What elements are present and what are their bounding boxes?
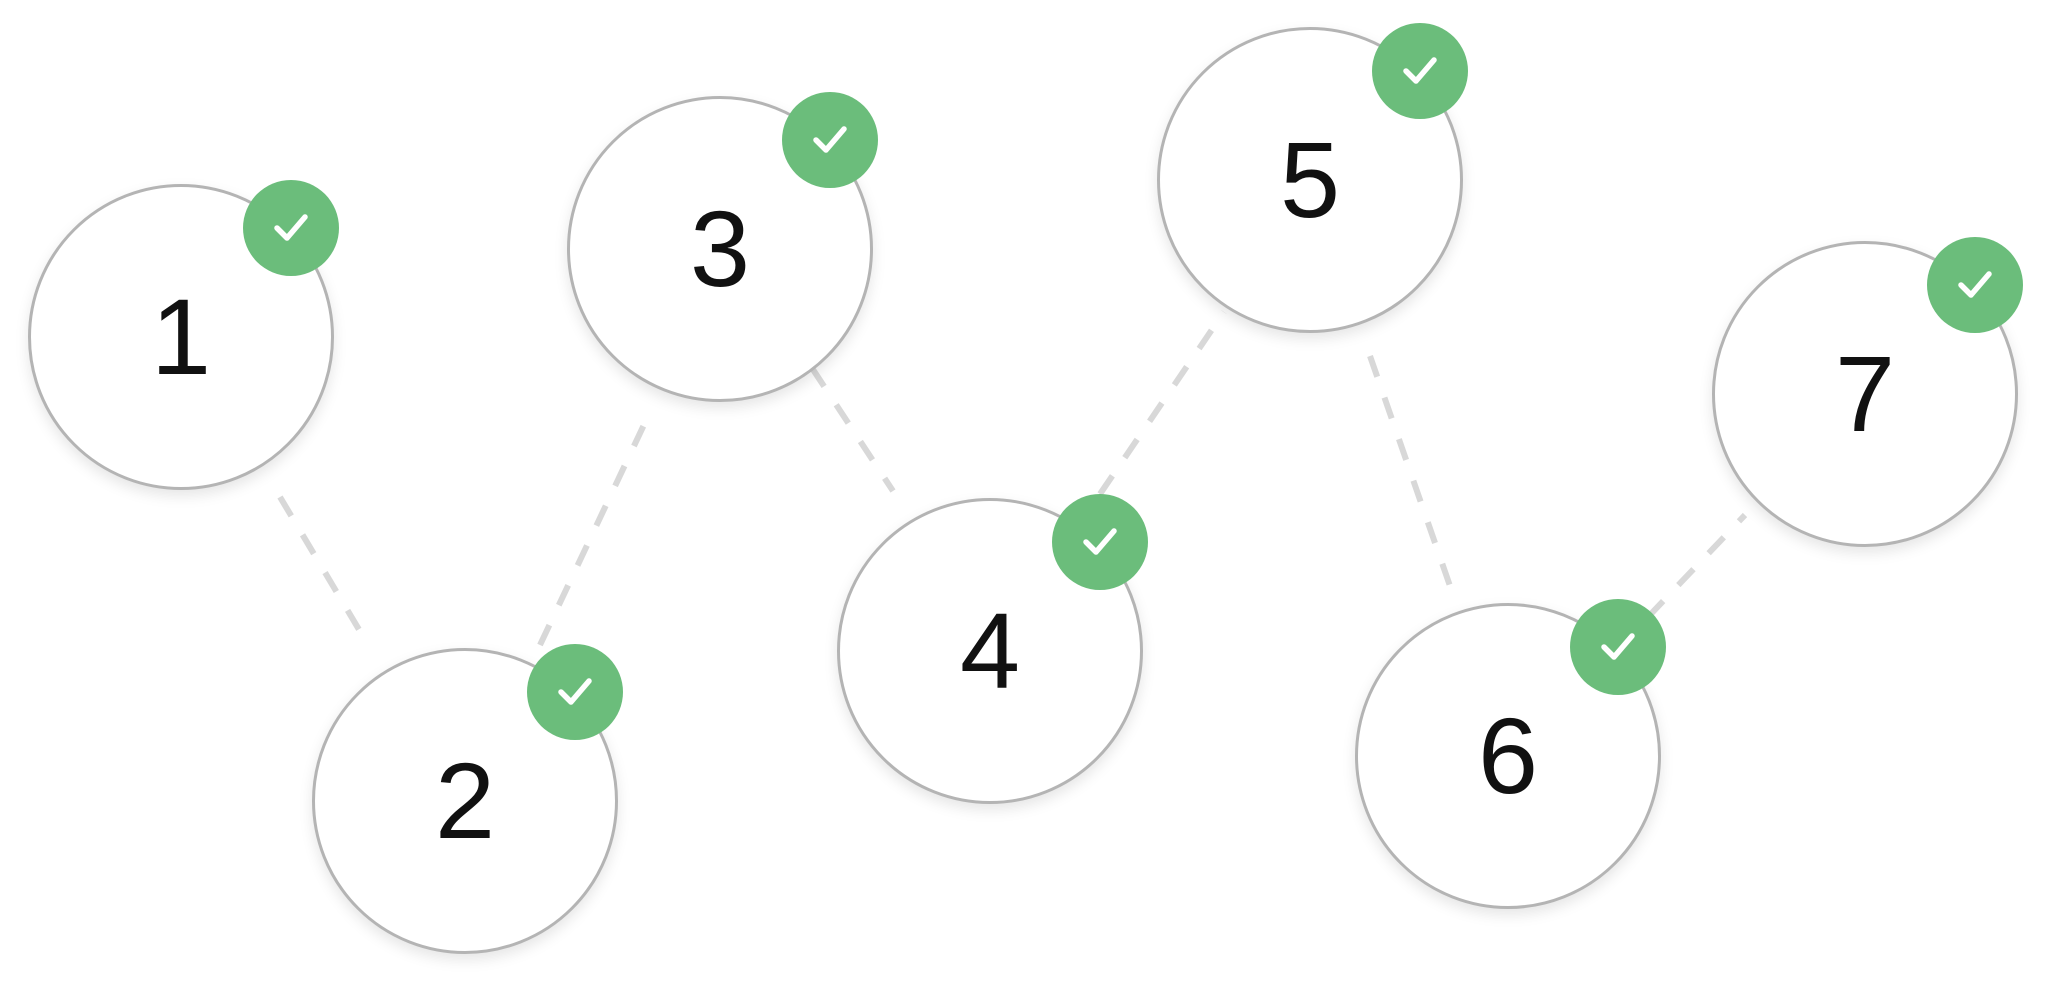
checkmark-icon (558, 678, 592, 705)
connector-3-4 (809, 366, 896, 493)
checkmark-icon (1403, 57, 1437, 84)
completed-badge-3 (782, 92, 878, 188)
checkmark-icon (1083, 528, 1117, 555)
completed-badge-1 (243, 180, 339, 276)
checkmark-icon (1958, 271, 1992, 298)
checkmark-icon (813, 126, 847, 153)
level-number: 1 (150, 276, 212, 397)
connector-5-6 (1367, 355, 1453, 587)
completed-badge-6 (1570, 599, 1666, 695)
checkmark-icon (1601, 633, 1635, 660)
level-number: 7 (1834, 333, 1896, 454)
completed-badge-5 (1372, 23, 1468, 119)
completed-badge-2 (527, 644, 623, 740)
level-node-2[interactable]: 2 (312, 648, 618, 954)
level-number: 5 (1279, 119, 1341, 240)
connector-6-7 (1645, 512, 1748, 620)
level-number: 3 (689, 188, 751, 309)
connector-2-3 (537, 410, 653, 647)
connector-4-5 (1097, 310, 1227, 496)
level-number: 6 (1477, 695, 1539, 816)
checkmark-icon (274, 214, 308, 241)
connector-1-2 (277, 495, 373, 650)
completed-badge-4 (1052, 494, 1148, 590)
level-number: 2 (434, 740, 496, 861)
level-number: 4 (959, 590, 1021, 711)
completed-badge-7 (1927, 237, 2023, 333)
